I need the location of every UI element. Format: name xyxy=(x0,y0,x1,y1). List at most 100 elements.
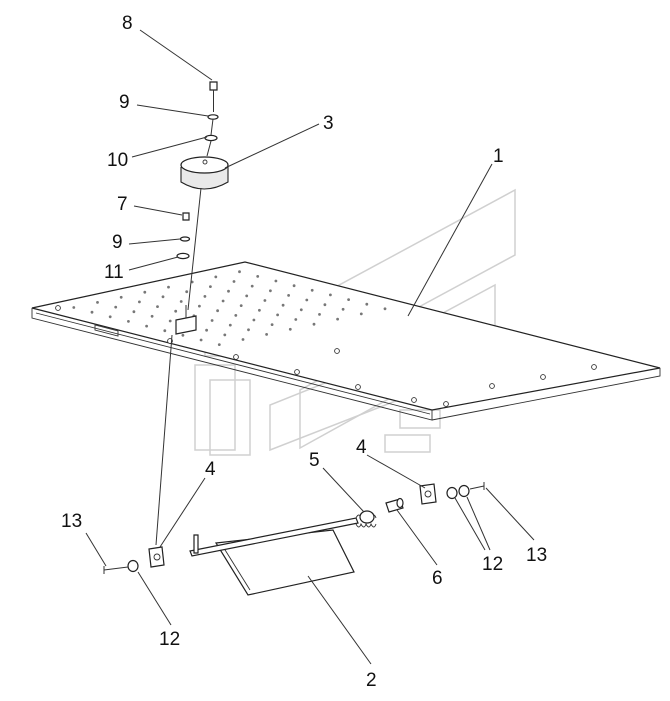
callout-2: 2 xyxy=(366,670,377,691)
left-bracket xyxy=(148,546,165,568)
perforation-dot xyxy=(341,307,345,311)
perforation-dot xyxy=(263,299,267,302)
washer-right-1 xyxy=(446,486,458,500)
callout-10: 10 xyxy=(107,150,128,171)
perforation-dot xyxy=(168,319,172,323)
perforation-dot xyxy=(138,300,141,304)
perforation-dot xyxy=(287,294,290,297)
perforation-dot xyxy=(274,279,278,283)
spring-washer-lower xyxy=(176,252,190,260)
perforation-dot xyxy=(252,318,256,322)
perforation-dot xyxy=(269,289,272,293)
perforation-dot xyxy=(336,317,339,321)
perforation-dot xyxy=(250,284,254,288)
callout-3: 3 xyxy=(323,113,334,134)
perforation-dot xyxy=(203,295,207,298)
link-line xyxy=(155,334,173,546)
perforation-dot xyxy=(256,275,260,278)
perforation-dot xyxy=(216,309,220,313)
perforation-dot xyxy=(234,314,238,317)
perforation-dot xyxy=(210,319,214,322)
callout-13-right: 13 xyxy=(526,545,547,566)
washer-lower xyxy=(179,236,191,242)
plate-holes xyxy=(72,270,387,346)
perforation-dot xyxy=(114,305,118,309)
perforation-dot xyxy=(145,324,149,328)
perforation-dot xyxy=(209,285,212,288)
perforation-dot xyxy=(276,313,279,317)
bushing xyxy=(385,497,404,513)
perforation-dot xyxy=(132,310,136,314)
spring xyxy=(355,510,377,528)
perforation-dot xyxy=(270,323,274,326)
callout-9-lower: 9 xyxy=(112,232,123,253)
callout-4-right: 4 xyxy=(356,437,367,458)
cotter-pin-right xyxy=(469,485,485,490)
perforation-dot xyxy=(310,288,314,292)
callout-11: 11 xyxy=(104,262,124,283)
perforation-dot xyxy=(288,327,292,331)
perforation-dot xyxy=(156,305,159,308)
callout-5: 5 xyxy=(309,450,320,471)
perforation-dot xyxy=(179,300,183,303)
perforation-dot xyxy=(143,290,147,294)
perforation-dot xyxy=(163,329,167,333)
perforation-dot xyxy=(96,301,99,304)
perforation-dot xyxy=(205,328,209,332)
perforation-dot xyxy=(185,290,189,294)
perforation-dot xyxy=(292,284,296,288)
perforation-dot xyxy=(217,343,221,346)
callout-13-left: 13 xyxy=(61,511,82,532)
perforation-dot xyxy=(167,285,170,289)
perforation-dot xyxy=(199,338,203,342)
perforation-dot xyxy=(258,308,261,312)
callout-6: 6 xyxy=(432,568,443,589)
perforation-dot xyxy=(245,294,249,298)
perforation-dot xyxy=(238,270,241,274)
perforation-dot xyxy=(365,302,369,306)
callout-1: 1 xyxy=(493,146,504,167)
floor-plate xyxy=(31,261,661,421)
perforation-dot xyxy=(329,293,332,297)
perforation-dot xyxy=(214,275,218,279)
perforation-dot xyxy=(232,280,236,283)
small-bolt xyxy=(182,212,190,221)
perforation-dot xyxy=(312,322,316,326)
washer-upper xyxy=(207,114,219,120)
leader-lines xyxy=(85,29,535,665)
perforation-dot xyxy=(221,299,225,303)
washer-right-2 xyxy=(458,484,470,498)
spring-washer-upper xyxy=(204,134,218,142)
perforation-dot xyxy=(227,289,230,293)
connecting-rod xyxy=(187,187,202,311)
callout-8: 8 xyxy=(122,13,133,34)
perforation-dot xyxy=(318,313,321,316)
perforation-dot xyxy=(161,295,165,299)
perforation-dot xyxy=(72,306,76,309)
perforation-dot xyxy=(265,333,268,336)
right-bracket xyxy=(419,483,437,505)
perforation-dot xyxy=(323,303,327,307)
perforation-dot xyxy=(119,295,123,299)
perforation-dot xyxy=(305,298,309,302)
perforation-dot xyxy=(108,315,112,319)
callout-12-left: 12 xyxy=(159,629,180,650)
perforation-dot xyxy=(181,333,185,337)
cover-cap xyxy=(180,156,229,190)
perforation-dot xyxy=(347,298,350,301)
perforation-dot xyxy=(198,304,201,308)
perforation-dot xyxy=(281,303,285,307)
callout-7: 7 xyxy=(117,194,128,215)
bolt xyxy=(209,81,218,112)
perforation-dot xyxy=(241,338,245,341)
perforation-dot xyxy=(247,328,250,332)
perforation-dot xyxy=(223,333,227,337)
washer-left xyxy=(127,559,139,573)
callout-12-right: 12 xyxy=(482,554,503,575)
perforation-dot xyxy=(174,309,178,313)
perforation-dot xyxy=(126,320,130,323)
perforation-dot xyxy=(299,308,303,312)
flap-assembly xyxy=(189,517,359,596)
